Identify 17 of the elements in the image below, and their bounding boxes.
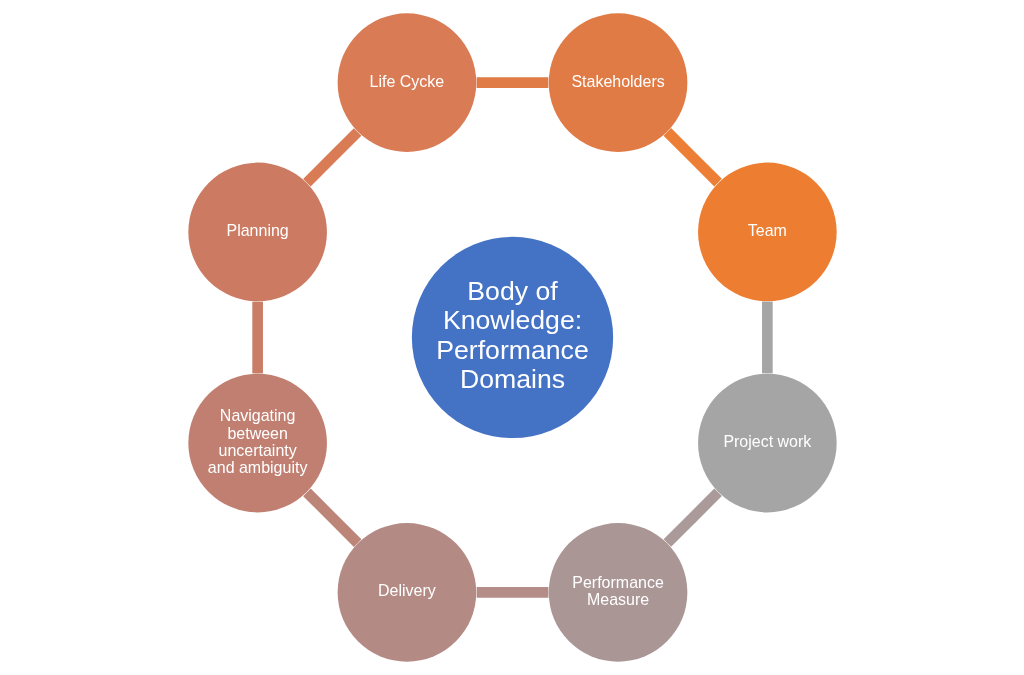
connector xyxy=(663,488,722,547)
node-circle: Body of Knowledge: Performance Domains xyxy=(411,236,613,439)
connector xyxy=(761,301,773,374)
node-circle: Project work xyxy=(697,373,837,513)
node-circle: Team xyxy=(697,162,837,302)
connector xyxy=(302,488,361,547)
node-circle: Life Cycke xyxy=(337,13,476,152)
node-circle: Navigating between uncertainty and ambiguity xyxy=(187,373,327,513)
node-circle: Performance Measure xyxy=(548,523,687,662)
connector xyxy=(476,77,548,88)
connector xyxy=(251,301,263,374)
node-circle: Stakeholders xyxy=(548,13,687,152)
connector xyxy=(476,587,548,598)
node-circle: Delivery xyxy=(337,523,476,662)
connector xyxy=(663,128,722,187)
node-circle: Planning xyxy=(187,162,327,302)
connector xyxy=(302,128,361,187)
